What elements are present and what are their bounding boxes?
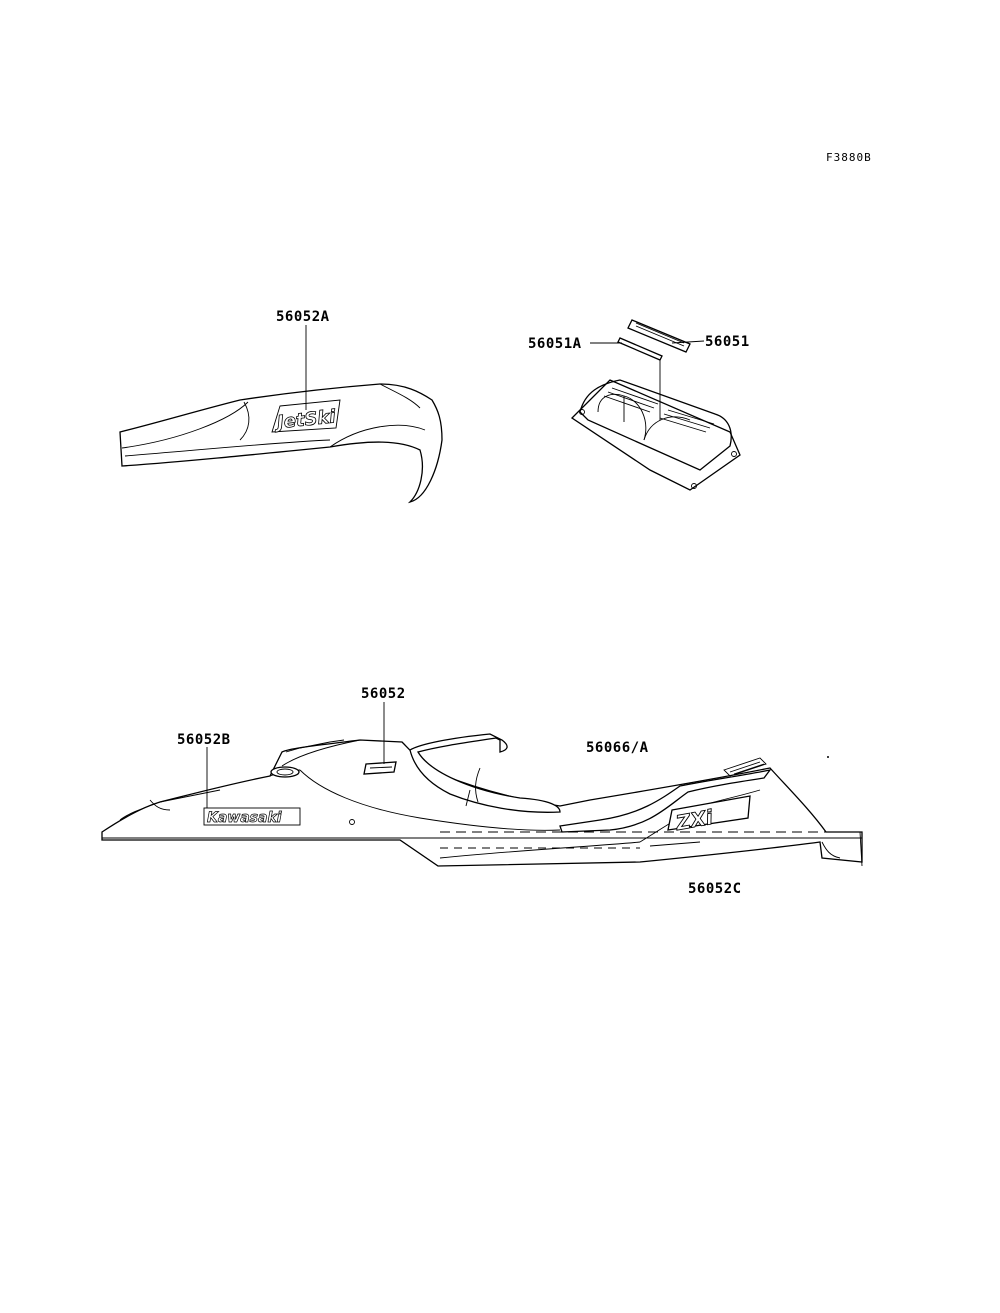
rear-deck-drawing [119, 383, 443, 504]
kawasaki-decal: Kawasaki [203, 807, 301, 826]
kawasaki-decal-text: Kawasaki [207, 810, 282, 826]
seat-small-decal [363, 761, 397, 775]
watercraft-hull-drawing [101, 733, 863, 867]
label-56051: 56051 [705, 334, 750, 350]
leader-56051 [671, 340, 705, 344]
label-56052C: 56052C [688, 881, 742, 897]
strip-56051A-part [617, 337, 663, 361]
label-56052B: 56052B [177, 732, 231, 748]
engine-cover-drawing [570, 379, 741, 491]
figure-code: F3880B [826, 151, 872, 164]
label-56051A: 56051A [528, 336, 582, 352]
zxi-decal-text: ZXi [673, 805, 715, 835]
label-56066A: 56066/A [586, 740, 649, 756]
label-56052A: 56052A [276, 309, 330, 325]
label-56052: 56052 [361, 686, 406, 702]
zxi-decal: ZXi [667, 795, 751, 836]
stray-mark [827, 756, 829, 758]
strip-56051-part [627, 319, 691, 353]
